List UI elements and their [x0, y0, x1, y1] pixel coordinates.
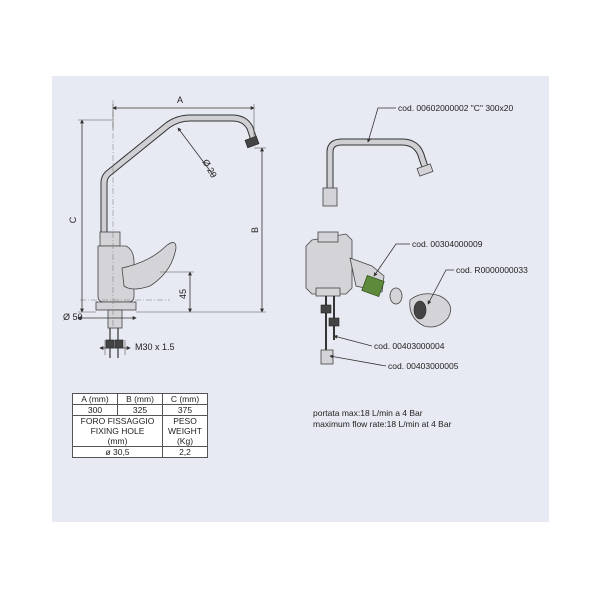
- code-spout: cod. 00602000002 "C" 300x20: [398, 103, 513, 113]
- base-flange: [95, 301, 137, 311]
- thread-shank: [107, 309, 123, 329]
- header-a: A (mm): [72, 393, 118, 405]
- weight-header: PESO WEIGHT (Kg): [162, 415, 208, 447]
- weight-header-line1: PESO: [173, 416, 197, 426]
- code-hose-2: cod. 00403000005: [388, 361, 459, 371]
- weight-value: 2,2: [162, 446, 208, 458]
- dim-a-label: A: [177, 95, 183, 105]
- code-lever: cod. R0000000033: [456, 265, 528, 275]
- dim-dia50-label: Ø 50: [63, 312, 83, 322]
- flow-rate-en: maximum flow rate:18 L/min at 4 Bar: [313, 419, 452, 429]
- code-cartridge: cod. 00304000009: [412, 239, 483, 249]
- flow-rate-it: portata max:18 L/min a 4 Bar: [313, 408, 423, 418]
- spout-collar-part: [322, 187, 338, 207]
- header-c: C (mm): [162, 393, 208, 405]
- spout-part-outline: [326, 138, 430, 200]
- value-b: 325: [117, 404, 163, 416]
- hole-header: FORO FISSAGGIO FIXING HOLE (mm): [72, 415, 163, 447]
- header-b: B (mm): [117, 393, 163, 405]
- dim-thread-label: M30 x 1.5: [135, 342, 175, 352]
- value-a: 300: [72, 404, 118, 416]
- hose-fitting: [320, 349, 334, 365]
- dim-c-label: C: [68, 216, 78, 223]
- aerator: [244, 135, 260, 149]
- spout-outline: [100, 114, 258, 248]
- spout-collar: [99, 231, 121, 247]
- code-hose-1: cod. 00403000004: [374, 341, 445, 351]
- aerator-part: [416, 163, 434, 177]
- hole-header-line2: FIXING HOLE: [90, 426, 145, 436]
- value-c: 375: [162, 404, 208, 416]
- spec-table: A (mm) B (mm) C (mm) 300 325 375 FORO FI…: [72, 393, 208, 458]
- faucet-side-view: [80, 100, 260, 358]
- dim-dia20-label: Ø 20: [200, 158, 218, 180]
- dim-b-label: B: [250, 227, 260, 233]
- leader-lines: [329, 107, 454, 367]
- hole-header-line3: (mm): [107, 436, 128, 446]
- hole-header-line1: FORO FISSAGGIO: [80, 416, 155, 426]
- spout-body: [101, 115, 257, 247]
- body-part: [305, 233, 353, 295]
- weight-header-line3: (Kg): [176, 436, 194, 446]
- spout-part: [327, 139, 429, 199]
- hole-value: ø 30,5: [72, 446, 163, 458]
- dim-45-label: 45: [178, 289, 188, 299]
- exploded-view: [305, 138, 452, 365]
- weight-header-line2: WEIGHT: [168, 426, 202, 436]
- dimension-lines: [77, 104, 266, 355]
- flow-rate-note: portata max:18 L/min a 4 Bar maximum flo…: [313, 408, 451, 430]
- lever-handle: [121, 242, 177, 290]
- ring-part: [389, 287, 403, 305]
